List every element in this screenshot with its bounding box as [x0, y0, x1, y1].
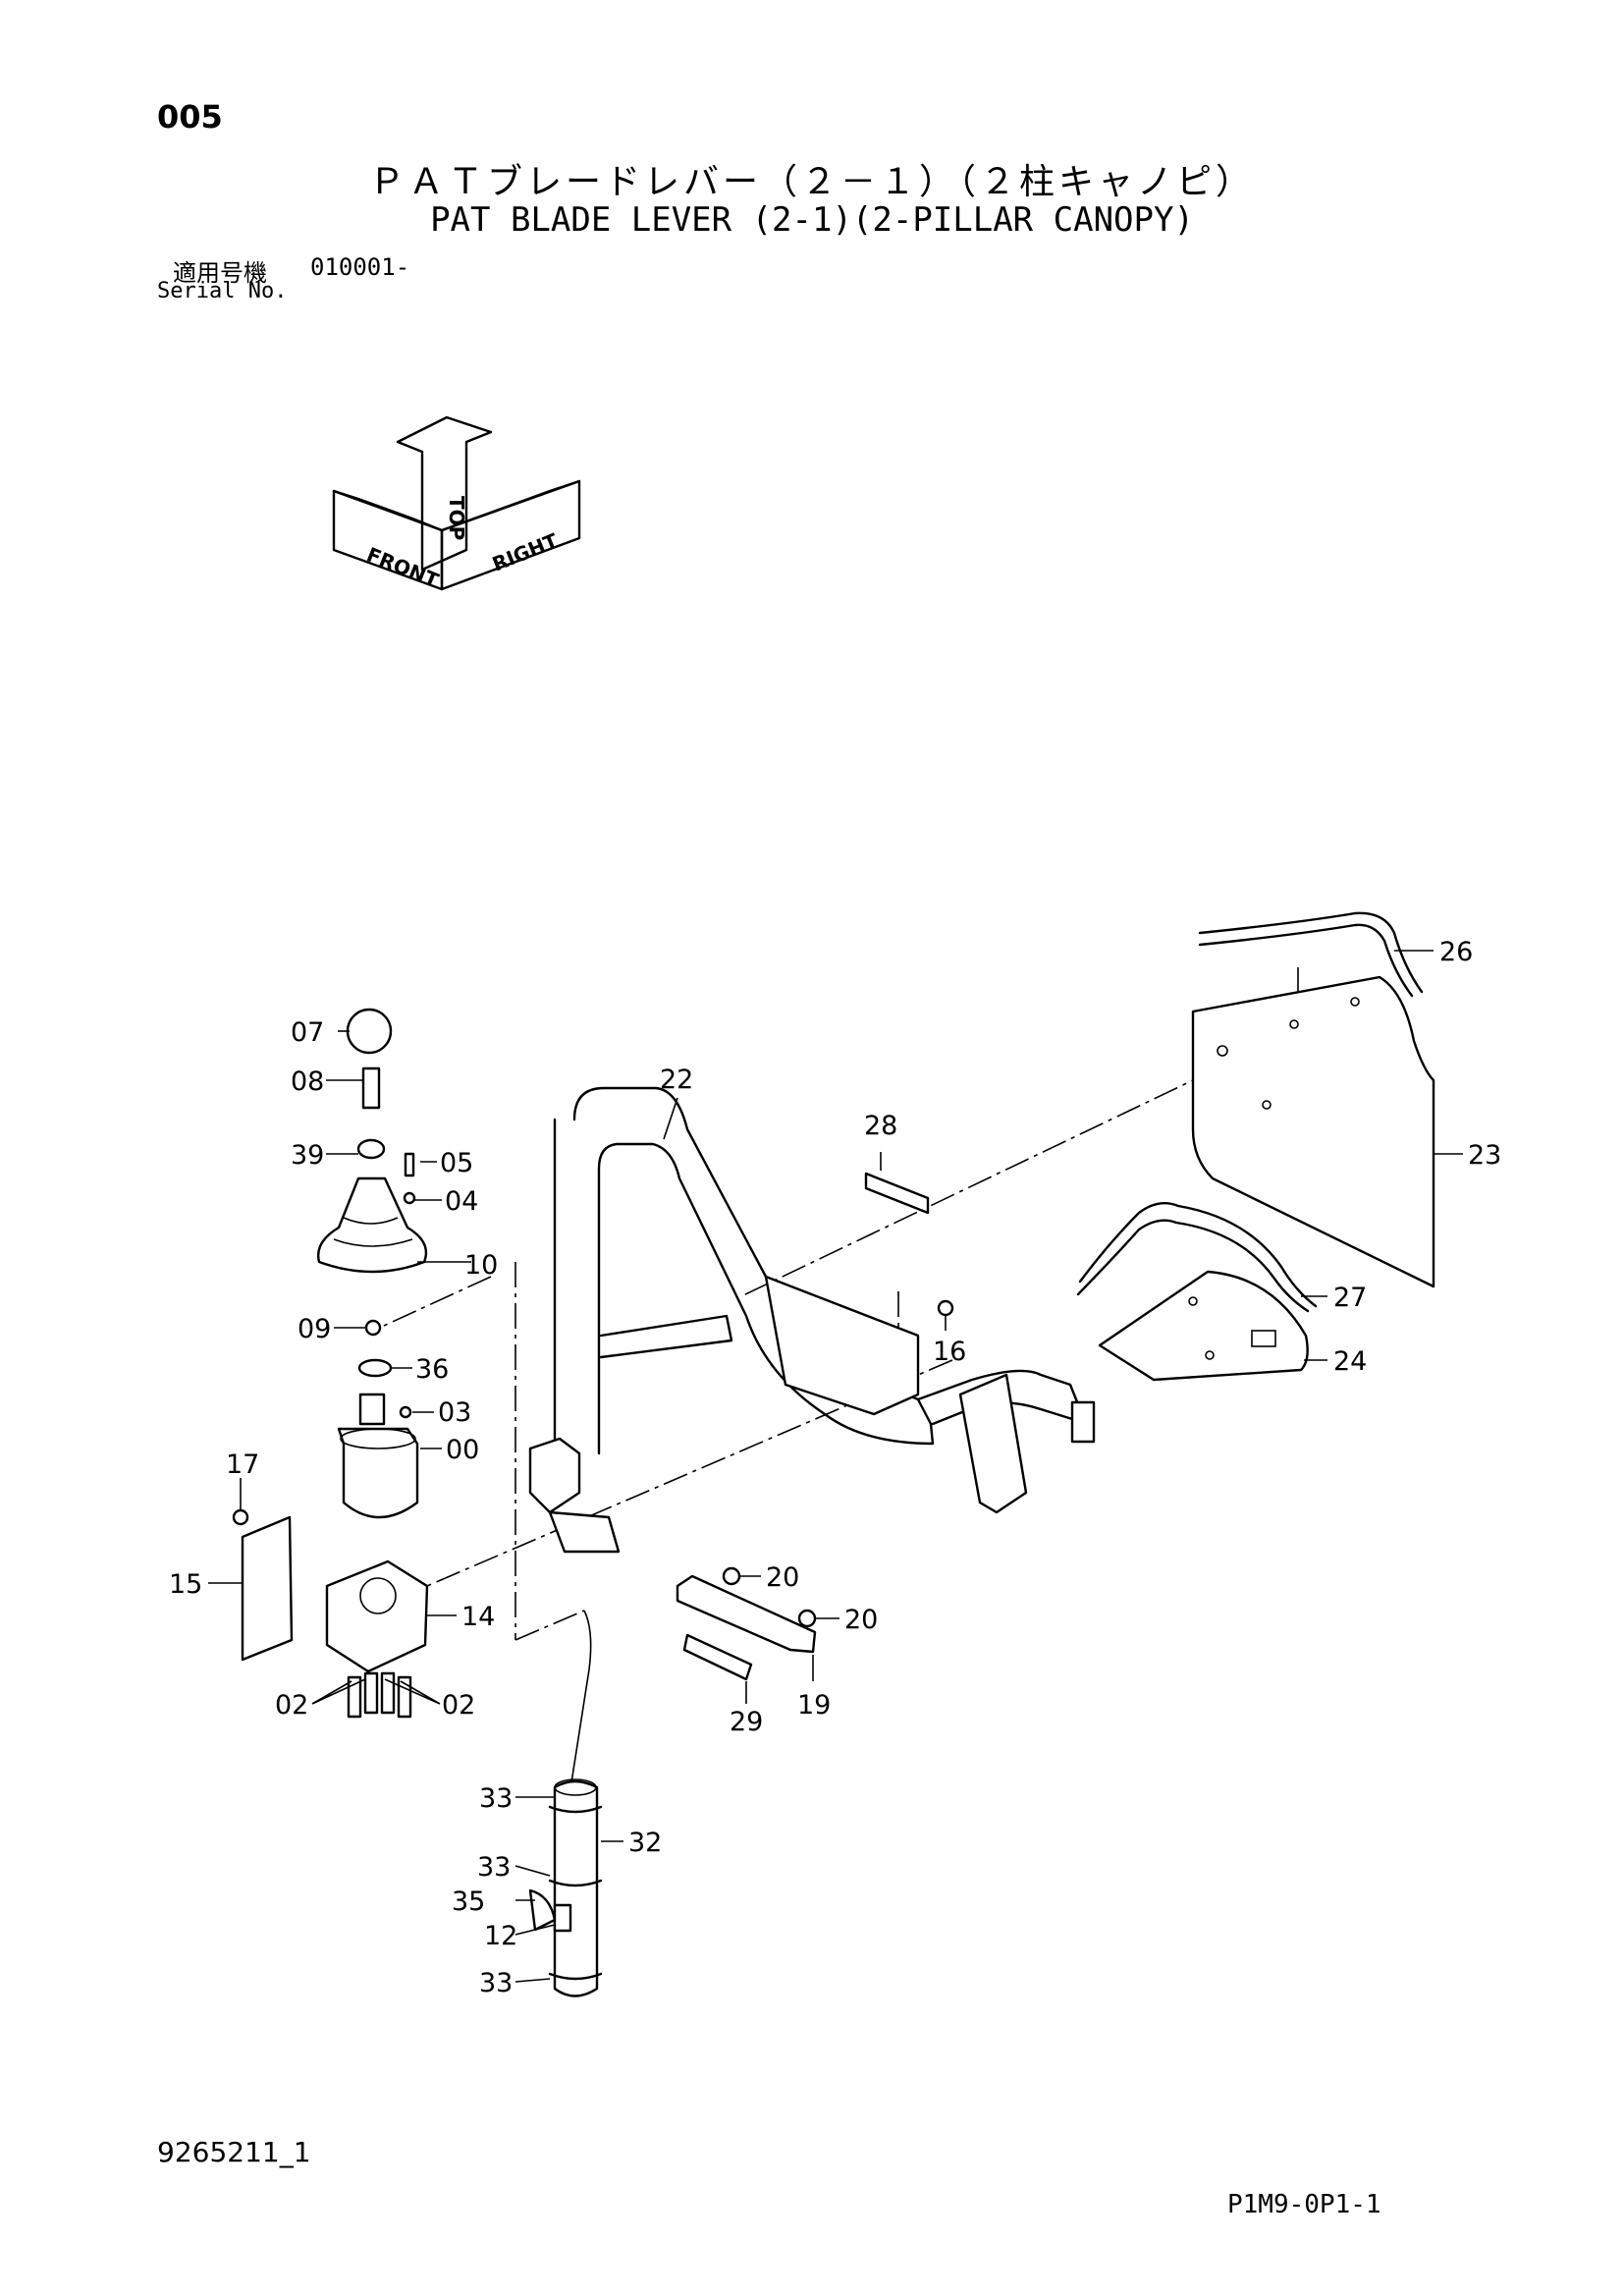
page-title-english: PAT BLADE LEVER (2-1)(2-PILLAR CANOPY) [430, 200, 1194, 240]
callout-labels: 07 08 39 05 04 10 09 36 03 00 17 15 14 0… [169, 937, 1501, 1998]
callout-02-right: 02 [442, 1690, 475, 1721]
shim-29 [682, 1633, 753, 1681]
hose-fittings [347, 1671, 412, 1719]
rail-26 [1198, 911, 1424, 994]
callout-39: 39 [291, 1140, 324, 1171]
valve-screw [399, 1405, 412, 1419]
callout-20-upper: 20 [766, 1562, 799, 1593]
lever-rod [361, 1066, 381, 1110]
spring-washer [403, 1191, 416, 1205]
callout-10: 10 [464, 1250, 498, 1281]
callout-15: 15 [169, 1569, 202, 1600]
page-number: 005 [157, 98, 223, 136]
callout-00: 00 [446, 1435, 479, 1465]
frame-post [958, 1373, 1028, 1514]
lever-knob [346, 1008, 393, 1055]
frame-tab [1070, 1400, 1096, 1444]
page-title-japanese: ＰＡＴブレードレバー（２－１）（２柱キャノピ） [368, 162, 1255, 202]
pilot-valve [337, 1427, 419, 1519]
callout-16: 16 [933, 1337, 966, 1367]
serial-label-japanese: 適用号機 [173, 259, 267, 287]
callout-05: 05 [440, 1148, 473, 1178]
valve-bracket [325, 1559, 429, 1673]
lever-assembly [232, 1008, 429, 1719]
clip-12 [553, 1903, 572, 1933]
callout-20-lower: 20 [844, 1605, 878, 1635]
screw [404, 1152, 415, 1177]
bolt-20b [797, 1609, 817, 1628]
bolt-17 [232, 1508, 249, 1526]
callout-24: 24 [1333, 1346, 1367, 1377]
callout-09: 09 [298, 1314, 331, 1344]
callout-33-middle: 33 [477, 1852, 511, 1883]
frame-foot-bracket [548, 1510, 621, 1554]
callout-26: 26 [1439, 937, 1473, 967]
washer [356, 1138, 386, 1160]
callout-17: 17 [226, 1449, 259, 1480]
valve-shaft [358, 1393, 386, 1426]
rail-27 [1078, 1202, 1318, 1308]
callout-29: 29 [730, 1707, 763, 1737]
callout-36: 36 [415, 1354, 449, 1385]
orientation-front-label: FRONT [363, 542, 442, 592]
callout-27: 27 [1333, 1283, 1367, 1313]
sheet-code: P1M9-0P1-1 [1227, 2190, 1381, 2219]
frame-plate [764, 1275, 920, 1416]
orientation-indicator: FRONT TOP RIGHT [332, 415, 581, 592]
serial-label-english: Serial No. [157, 279, 288, 303]
bracket-19 [676, 1574, 817, 1654]
callout-12: 12 [484, 1921, 517, 1951]
side-cover [241, 1515, 294, 1662]
callout-22: 22 [660, 1065, 693, 1095]
orientation-top-label: TOP [445, 496, 468, 540]
clip [357, 1358, 393, 1378]
callout-07: 07 [291, 1017, 324, 1048]
callout-35: 35 [452, 1886, 485, 1917]
pipe-32 [553, 1779, 599, 1997]
cover-plate-24 [1098, 1270, 1309, 1382]
callout-02-left: 02 [275, 1690, 308, 1721]
guard-frame [528, 1086, 1096, 1554]
bolt-16 [937, 1299, 954, 1317]
callout-23: 23 [1468, 1140, 1501, 1171]
drawing-number: 9265211_1 [157, 2136, 311, 2168]
bolt-20a [722, 1566, 741, 1586]
leader-lines [208, 950, 1463, 1983]
callout-03: 03 [438, 1397, 471, 1428]
orientation-right-label: RIGHT [489, 528, 562, 575]
callout-33-bottom: 33 [479, 1968, 513, 1998]
lever-boot [317, 1176, 428, 1274]
pin-28 [864, 1172, 930, 1215]
callout-19: 19 [797, 1690, 831, 1721]
callout-28: 28 [864, 1111, 897, 1141]
serial-value: 010001- [310, 253, 410, 281]
callout-14: 14 [461, 1602, 495, 1632]
callout-04: 04 [445, 1186, 478, 1217]
callout-08: 08 [291, 1066, 324, 1097]
cover-plate-23 [1191, 975, 1435, 1288]
callout-33-top: 33 [479, 1783, 513, 1814]
callout-32: 32 [628, 1828, 662, 1858]
nut [364, 1319, 382, 1337]
